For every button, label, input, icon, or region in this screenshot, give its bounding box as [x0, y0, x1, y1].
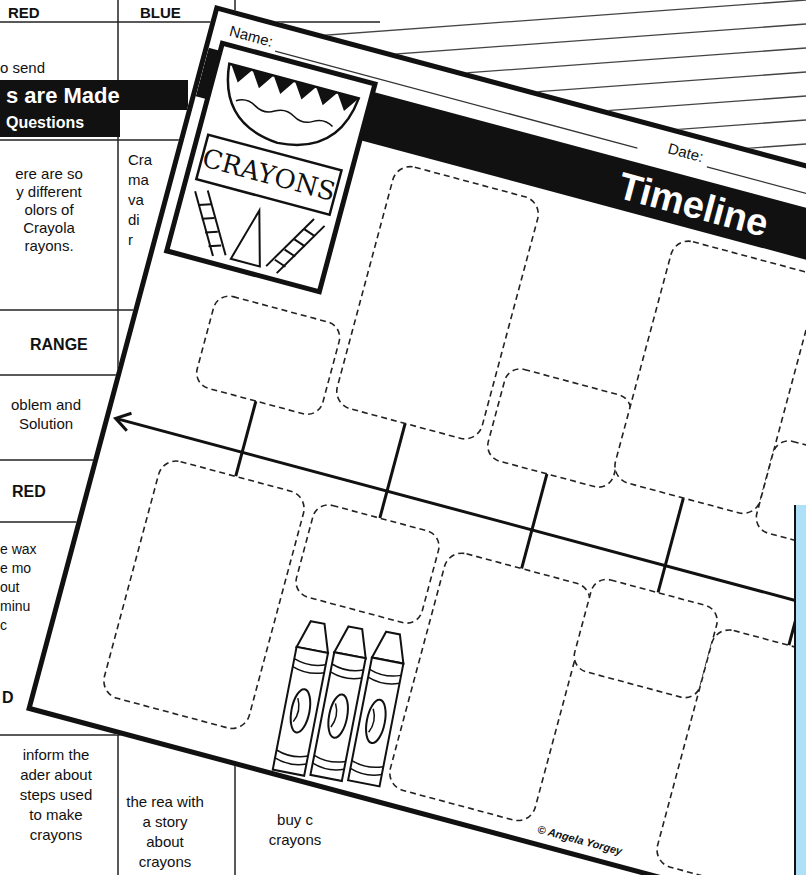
timeline-worksheet: Name:Date:CRAYONS© Angela YorgeyTimeline: [26, 5, 806, 875]
crayon-box-illustration: [167, 43, 375, 292]
table-cell: e wax e mo out minu c: [0, 540, 38, 635]
date-field: Date:: [666, 139, 706, 167]
blue-sheet-edge: [794, 505, 806, 875]
sheet-subheading: Questions: [6, 113, 84, 133]
subheading-bar: [0, 110, 120, 137]
table-cell: inform the ader about steps used to make…: [14, 745, 98, 845]
table-cell: oblem and Solution: [2, 395, 90, 433]
table-cell: o send: [0, 58, 45, 77]
column-header: RED: [8, 3, 40, 22]
table-cell: the rea with a story about crayons: [125, 792, 205, 872]
row-header: RANGE: [30, 335, 88, 355]
row-header: D: [2, 688, 14, 708]
column-header: BLUE: [140, 3, 181, 22]
heading-bar: [0, 80, 188, 110]
table-cell: Cra ma va di r: [128, 150, 148, 250]
table-cell: ere are so y different olors of Crayola …: [10, 165, 88, 255]
copyright: © Angela Yorgey: [536, 822, 624, 858]
crayons-illustration: [273, 616, 409, 791]
timeline-boxes: [95, 124, 806, 875]
sheet-heading: s are Made: [6, 83, 120, 109]
sheet-title: Timeline: [614, 164, 773, 244]
table-cell: buy c crayons: [250, 810, 340, 850]
row-header: RED: [12, 482, 46, 502]
